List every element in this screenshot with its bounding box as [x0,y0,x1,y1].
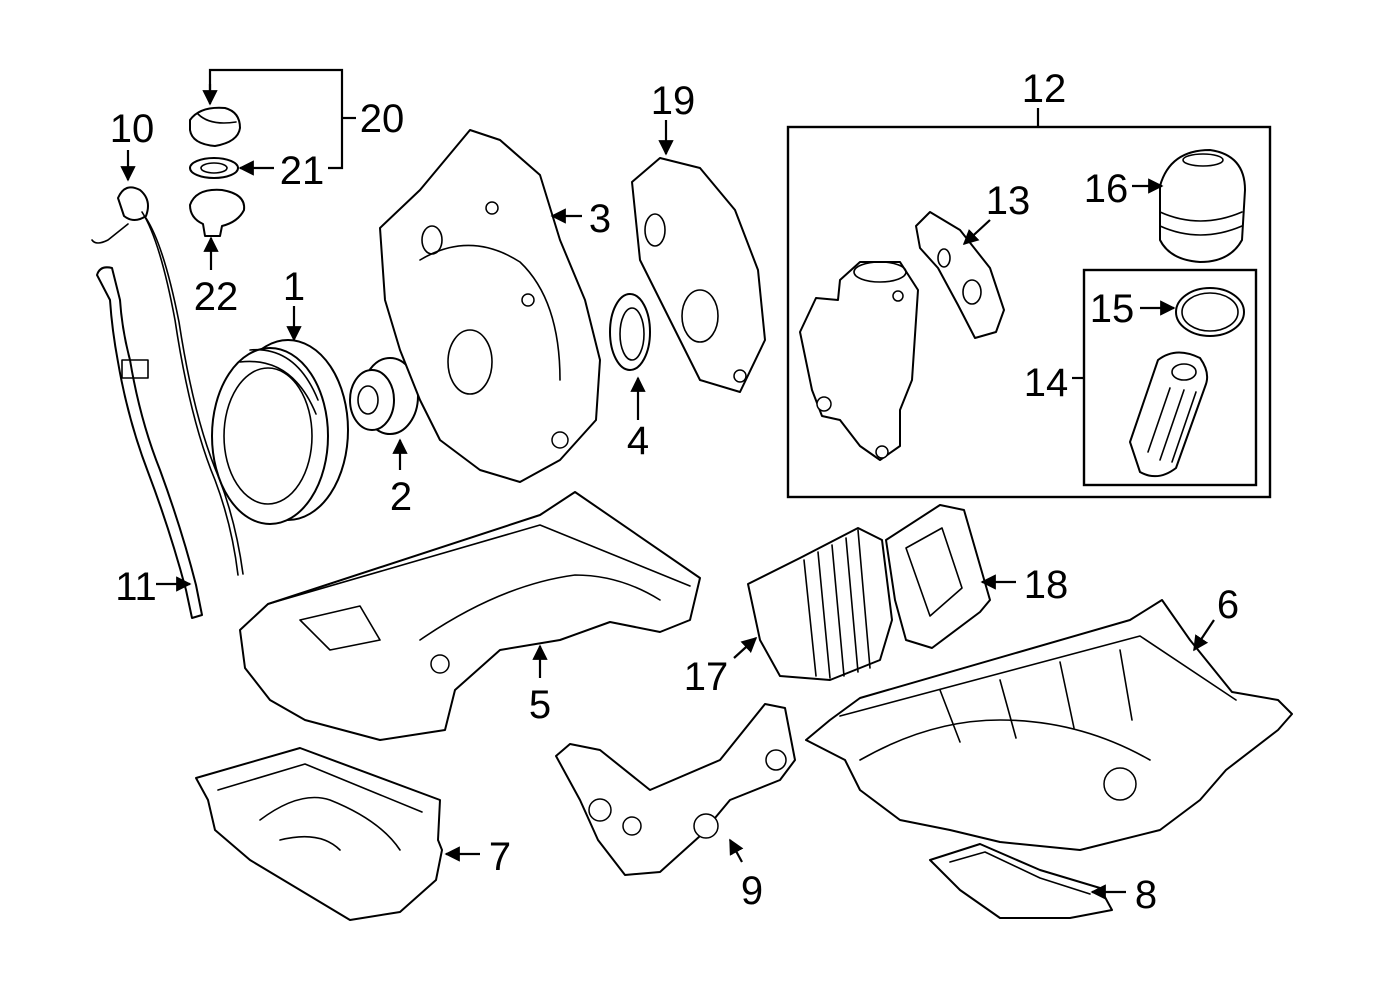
callout-1: 1 [283,265,305,309]
leader-lines [120,68,1215,900]
callout-22: 22 [194,275,239,319]
callout-10: 10 [110,107,155,151]
callout-13: 13 [986,179,1031,223]
callout-labels: 1 2 3 4 5 6 7 8 9 10 11 12 13 14 15 16 1… [110,67,1239,917]
callout-18: 18 [1024,563,1069,607]
callout-3: 3 [589,197,611,241]
callout-16: 16 [1084,167,1129,211]
oil-pan-part[interactable] [805,599,1293,851]
callout-8: 8 [1135,873,1157,917]
dipstick-part[interactable] [91,186,244,576]
crankshaft-pulley-part[interactable] [211,339,349,525]
callout-14: 14 [1024,361,1069,405]
oil-filter-element-part[interactable] [1129,351,1209,478]
filler-cap-seal-part[interactable] [189,157,239,179]
lower-oil-pan-part[interactable] [195,747,443,921]
crank-seal-part[interactable] [609,293,651,371]
callout-2: 2 [390,475,412,519]
upper-oil-pan-part[interactable] [239,491,701,741]
callout-5: 5 [529,683,551,727]
callout-6: 6 [1217,583,1239,627]
callout-15: 15 [1090,287,1135,331]
oil-filler-cap-part[interactable] [189,106,241,147]
mounting-bracket-part[interactable] [555,703,796,876]
filter-cap-part[interactable] [1159,149,1246,263]
oil-filter-housing-part[interactable] [799,261,919,461]
filter-housing-gasket-part[interactable] [915,211,1005,339]
oil-pan-baffle-part[interactable] [929,843,1113,919]
filler-neck-part[interactable] [189,188,246,237]
callout-20: 20 [360,97,405,141]
callout-19: 19 [651,79,696,123]
callout-9: 9 [741,869,763,913]
callout-11: 11 [115,565,157,609]
callout-12: 12 [1022,67,1067,111]
filter-o-ring-part[interactable] [1175,287,1245,337]
oil-cooler-part[interactable] [747,527,893,681]
filter-housing-assembly-box [786,125,1272,499]
front-cover-plate-part[interactable] [631,157,766,393]
oil-cooler-gasket-part[interactable] [885,504,991,649]
callout-7: 7 [489,835,511,879]
callout-21: 21 [280,149,325,193]
timing-cover-part[interactable] [379,129,601,483]
callout-4: 4 [627,419,649,463]
dipstick-tube-part[interactable] [96,266,203,619]
callout-17: 17 [684,655,729,699]
